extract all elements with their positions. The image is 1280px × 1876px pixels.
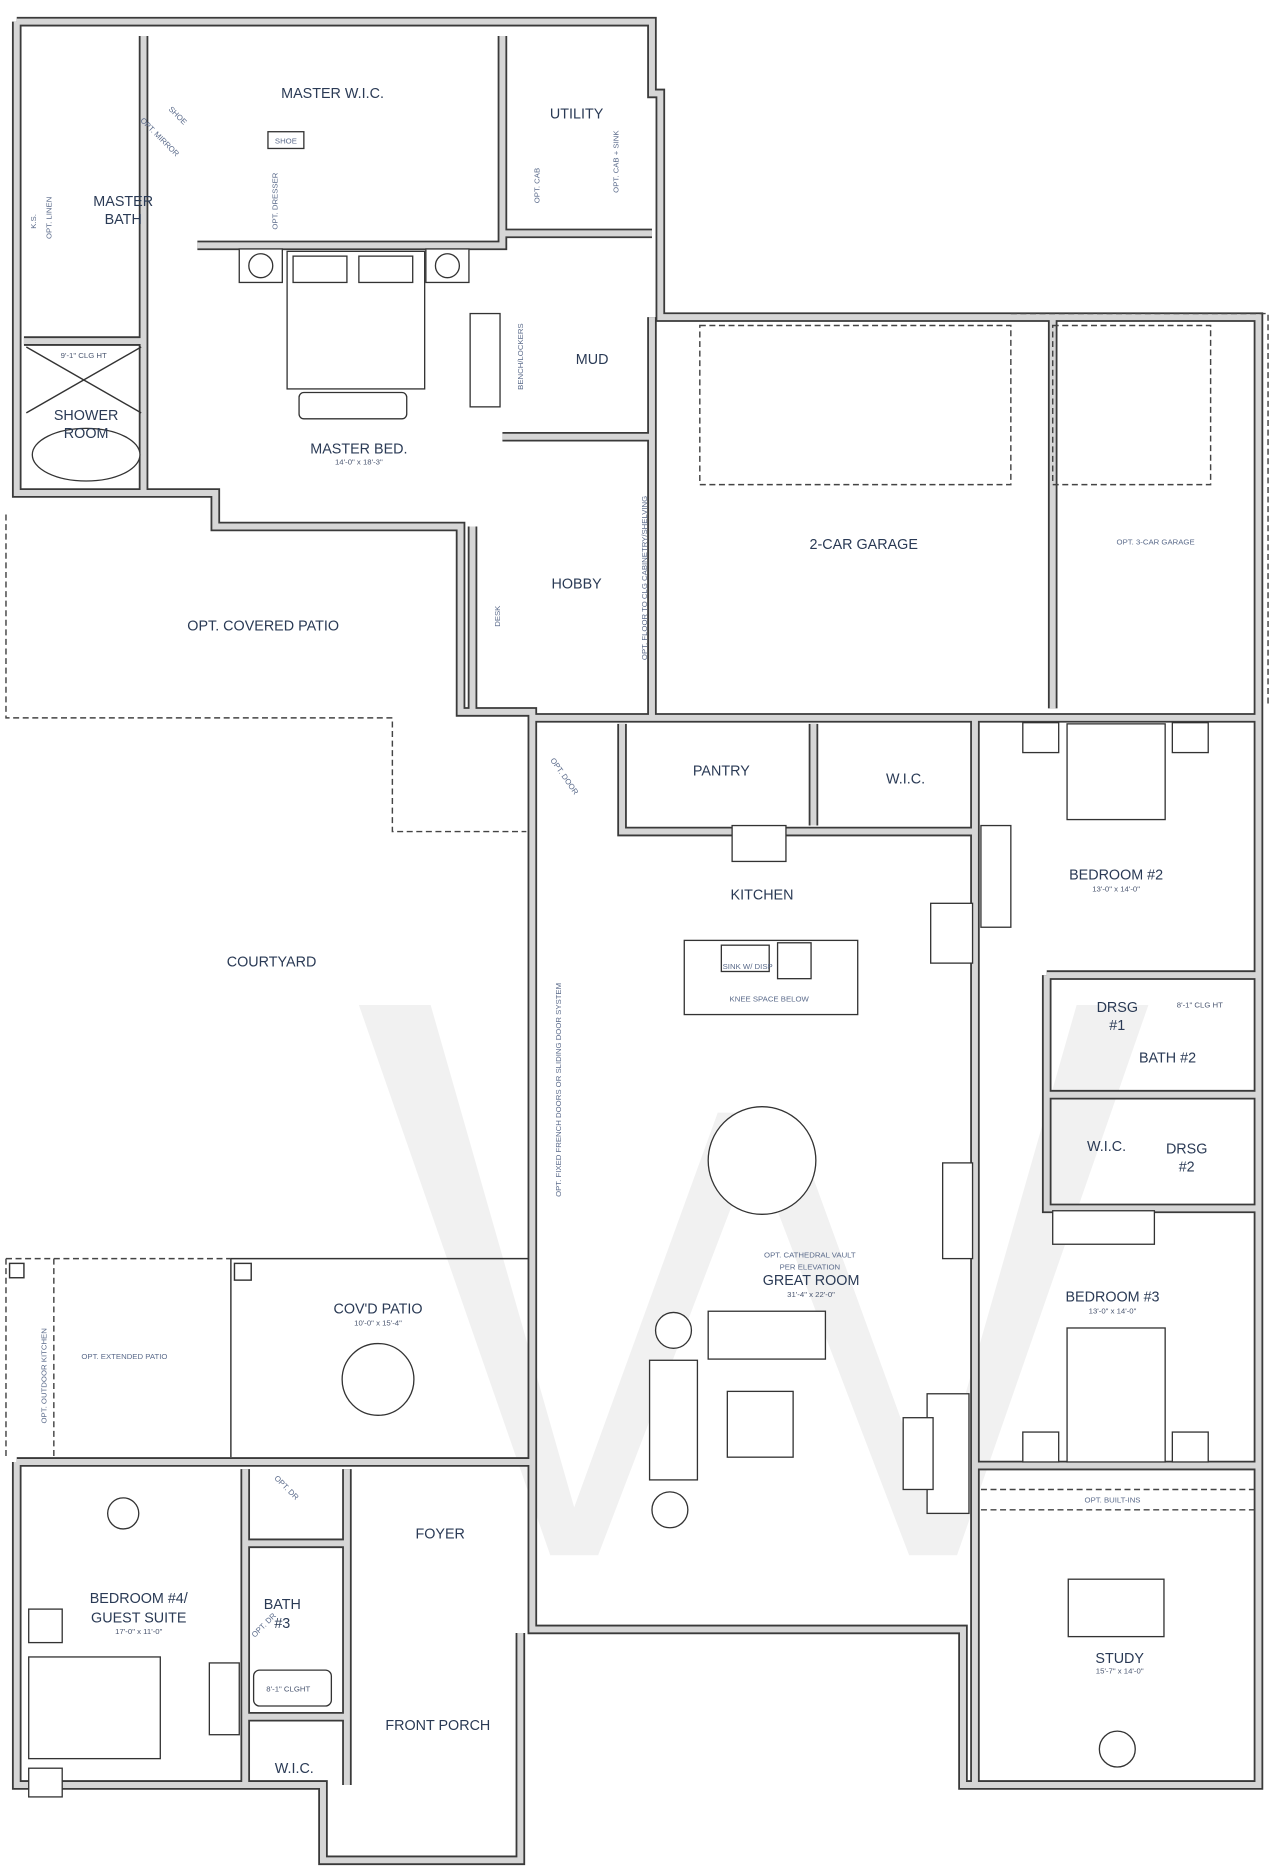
label-great-room: GREAT ROOM [763, 1273, 860, 1289]
note-per-elevation: PER ELEVATION [780, 1262, 841, 1271]
label-master-bath-2: BATH [105, 212, 142, 228]
label-shower-room-2: ROOM [64, 426, 109, 442]
wall-fill [13, 18, 1262, 1864]
label-bedroom4-2: GUEST SUITE [91, 1610, 186, 1626]
label-kitchen: KITCHEN [731, 888, 794, 904]
label-drsg1: DRSG [1097, 1000, 1138, 1016]
label-utility: UTILITY [550, 107, 604, 123]
note-clg-ht-bath2: 8'-1" CLG HT [1177, 1000, 1223, 1009]
note-cathedral-vault: OPT. CATHEDRAL VAULT [764, 1250, 856, 1259]
note-shoe-1: SHOE [167, 105, 189, 127]
note-opt-linen: OPT. LINEN [44, 197, 53, 239]
label-foyer: FOYER [416, 1527, 465, 1543]
label-mud: MUD [576, 352, 609, 368]
note-ks: K.S. [29, 214, 38, 229]
note-bench-lockers: BENCH/LOCKERS [516, 323, 525, 389]
dim-bedroom3: 13'-0" x 14'-0" [1089, 1307, 1137, 1316]
label-master-bath: MASTER [93, 194, 153, 210]
note-knee-space: KNEE SPACE BELOW [730, 994, 810, 1003]
label-pantry: PANTRY [693, 763, 750, 779]
wall-core [13, 21, 1262, 1788]
patio-outlines [5, 514, 533, 1458]
note-clg-ht-master: 9'-1" CLG HT [61, 351, 107, 360]
label-bath3: BATH [264, 1597, 301, 1613]
note-opt-dresser: OPT. DRESSER [271, 172, 280, 229]
wall-core [16, 18, 1262, 1466]
label-bath2: BATH #2 [1139, 1050, 1196, 1066]
dim-bedroom2: 13'-0" x 14'-0" [1092, 884, 1140, 893]
garage-parking-outlines [699, 312, 1269, 706]
dim-master-bed: 14'-0" x 18'-3" [335, 457, 383, 466]
watermark-logo [358, 1004, 1149, 1556]
label-drsg2-2: #2 [1179, 1159, 1195, 1175]
label-covd-patio: COV'D PATIO [333, 1302, 422, 1318]
furniture [25, 248, 1209, 1798]
label-wic-bedroom4: W.I.C. [275, 1761, 314, 1777]
note-opt-dr-1: OPT. DR [272, 1474, 300, 1502]
note-shoe-2: SHOE [275, 137, 297, 146]
dim-covd-patio: 10'-0" x 15'-4" [354, 1319, 402, 1328]
note-desk: DESK [493, 605, 502, 627]
note-opt-shelving: OPT. FLOOR TO CLG CABINETRY/SHELVING [640, 496, 649, 660]
note-opt-built-ins: OPT. BUILT-INS [1085, 1496, 1141, 1505]
dim-study: 15'-7" x 14'-0" [1096, 1667, 1144, 1676]
walls [11, 16, 1264, 1866]
label-courtyard: COURTYARD [227, 955, 317, 971]
label-front-porch: FRONT PORCH [385, 1718, 490, 1734]
note-opt-3-car-garage: OPT. 3-CAR GARAGE [1117, 537, 1195, 546]
wall [197, 36, 508, 251]
note-opt-extended-patio: OPT. EXTENDED PATIO [81, 1352, 167, 1361]
wall-core [197, 36, 506, 249]
label-master-bed: MASTER BED. [310, 442, 407, 458]
label-shower-room: SHOWER [54, 408, 119, 424]
label-bedroom4: BEDROOM #4/ [90, 1591, 188, 1607]
wall-core [619, 723, 975, 835]
note-opt-outdoor-kitchen: OPT. OUTDOOR KITCHEN [40, 1328, 49, 1423]
label-hobby: HOBBY [551, 577, 602, 593]
label-master-wic: MASTER W.I.C. [281, 86, 384, 102]
note-opt-cab: OPT. CAB [533, 168, 542, 203]
note-opt-door: OPT. DOOR [548, 756, 580, 796]
note-sink-disp: SINK W/ DISP [723, 962, 773, 971]
label-bath3-2: #3 [274, 1616, 290, 1632]
dim-bedroom4: 17'-0" x 11'-0" [115, 1627, 162, 1636]
wall [11, 21, 1264, 1790]
label-drsg1-2: #1 [1109, 1018, 1125, 1034]
label-wic-bedroom2: W.I.C. [886, 772, 925, 788]
label-wic-bath2: W.I.C. [1087, 1139, 1126, 1155]
wall-core [13, 1461, 524, 1864]
label-study: STUDY [1095, 1651, 1144, 1667]
note-opt-french-doors: OPT. FIXED FRENCH DOORS OR SLIDING DOOR … [554, 983, 563, 1197]
room-labels: MASTER W.I.C. UTILITY MASTER BATH 9'-1" … [29, 86, 1257, 1777]
label-covered-patio: OPT. COVERED PATIO [187, 619, 339, 635]
label-drsg2: DRSG [1166, 1141, 1207, 1157]
note-clg-ht-bath3: 8'-1" CLGHT [266, 1685, 310, 1694]
wall-core [1043, 975, 1259, 1212]
label-2-car-garage: 2-CAR GARAGE [809, 537, 917, 553]
label-bedroom2: BEDROOM #2 [1069, 867, 1163, 883]
note-opt-cab-sink: OPT. CAB + SINK [611, 130, 620, 193]
label-bedroom3: BEDROOM #3 [1065, 1290, 1159, 1306]
dim-great-room: 31'-4" x 22'-0" [787, 1290, 835, 1299]
